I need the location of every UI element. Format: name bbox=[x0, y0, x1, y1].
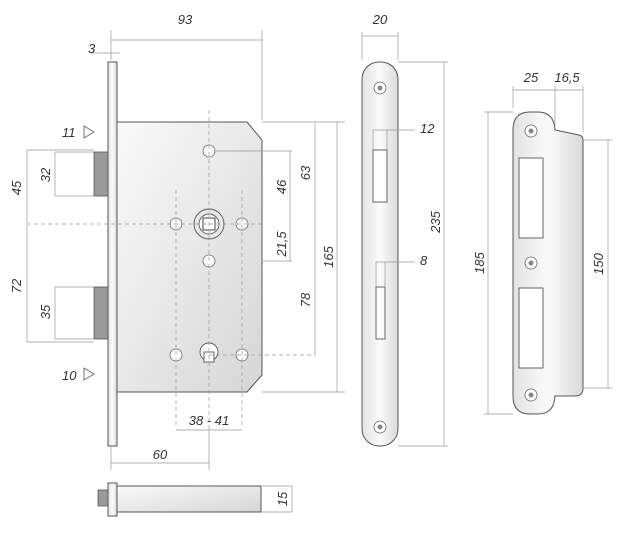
strike-screw-bottom-inner bbox=[528, 392, 534, 398]
strike-screw-top-inner bbox=[528, 128, 534, 134]
dim-body-upper: 63 bbox=[298, 165, 313, 180]
dim-latch-projection: 11 bbox=[62, 125, 76, 140]
dim-bolt-height: 35 bbox=[38, 304, 53, 319]
strike-plate bbox=[512, 111, 584, 415]
latch-bolt bbox=[93, 151, 109, 197]
bolt-slot bbox=[375, 286, 386, 340]
dim-spindle-to-follower: 21,5 bbox=[274, 231, 289, 258]
dim-spindle-to-top: 46 bbox=[274, 179, 289, 194]
latch-slot bbox=[372, 149, 388, 203]
dim-spindle-to-bolt: 72 bbox=[9, 278, 24, 293]
faceplate-screw-top-inner bbox=[377, 85, 383, 91]
top-view-faceplate bbox=[107, 482, 118, 517]
faceplate-view: 20 12 8 235 bbox=[361, 12, 448, 447]
dim-spindle-to-lower-hole: 78 bbox=[298, 292, 313, 307]
lock-body-view: 93 3 11 10 45 32 72 35 60 38 - 41 46 63 … bbox=[9, 12, 345, 470]
strike-plate-view: 25 16,5 185 150 bbox=[472, 70, 612, 415]
dim-latch-slot-width: 12 bbox=[420, 121, 435, 136]
dim-strike-width: 25 bbox=[523, 70, 539, 85]
faceplate-front bbox=[361, 61, 399, 447]
dim-body-height: 165 bbox=[321, 245, 336, 267]
lock-faceplate bbox=[107, 61, 118, 447]
dim-bolt-slot-width: 8 bbox=[420, 253, 428, 268]
top-view-case bbox=[116, 485, 262, 513]
lock-case bbox=[116, 121, 263, 393]
dim-latch-to-spindle: 45 bbox=[9, 180, 24, 195]
dim-lock-width: 93 bbox=[178, 12, 193, 27]
dim-faceplate-thickness: 3 bbox=[88, 41, 96, 56]
top-view-latch bbox=[97, 489, 109, 507]
dim-faceplate-width: 20 bbox=[372, 12, 388, 27]
strike-screw-mid-inner bbox=[528, 260, 534, 266]
dim-cylinder-range: 38 - 41 bbox=[189, 413, 229, 428]
strike-latch-slot bbox=[518, 157, 544, 239]
dim-strike-height: 150 bbox=[591, 252, 606, 274]
dim-strike-lip: 16,5 bbox=[554, 70, 580, 85]
faceplate-screw-bottom-inner bbox=[377, 424, 383, 430]
dim-backset: 60 bbox=[153, 447, 168, 462]
dead-bolt bbox=[93, 286, 109, 340]
dim-faceplate-length: 235 bbox=[428, 210, 443, 233]
dim-top-view-thickness: 15 bbox=[275, 491, 290, 506]
latch-projection-marker bbox=[83, 125, 95, 139]
dim-bolt-projection: 10 bbox=[62, 368, 77, 383]
strike-bolt-slot bbox=[518, 287, 544, 369]
dim-strike-length: 185 bbox=[472, 251, 487, 273]
dim-latch-height: 32 bbox=[38, 167, 53, 182]
bolt-projection-marker bbox=[83, 367, 95, 381]
lock-top-view: 15 bbox=[97, 482, 293, 517]
